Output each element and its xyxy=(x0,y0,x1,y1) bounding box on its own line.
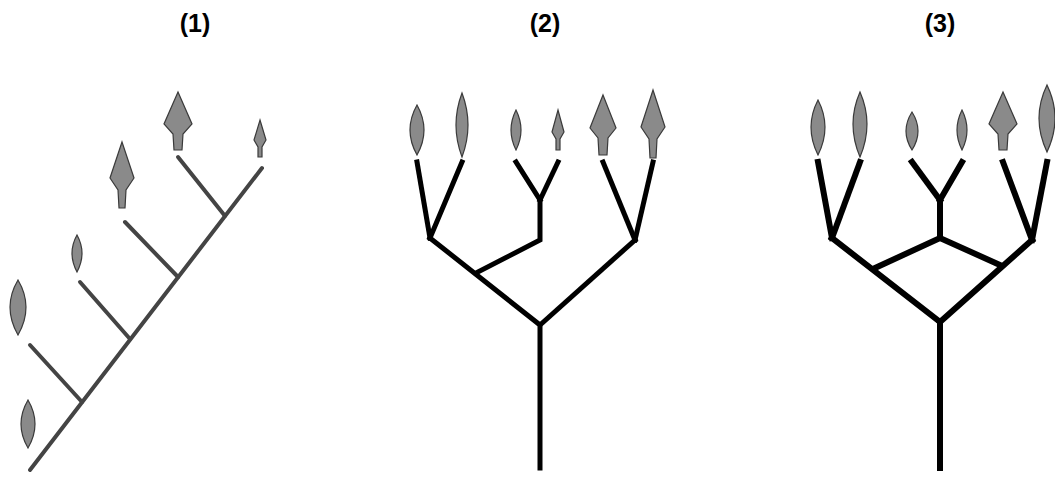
branching-tree xyxy=(417,162,653,468)
reticulate-tree xyxy=(818,162,1047,468)
arrowheads-2 xyxy=(410,90,665,158)
arrowheads-3 xyxy=(811,85,1055,157)
panel-label: (1) xyxy=(180,8,211,38)
arrowheads-1 xyxy=(10,92,266,448)
panel-label: (2) xyxy=(530,8,561,38)
ladder-tree xyxy=(30,157,262,470)
panel-label: (3) xyxy=(925,8,956,38)
